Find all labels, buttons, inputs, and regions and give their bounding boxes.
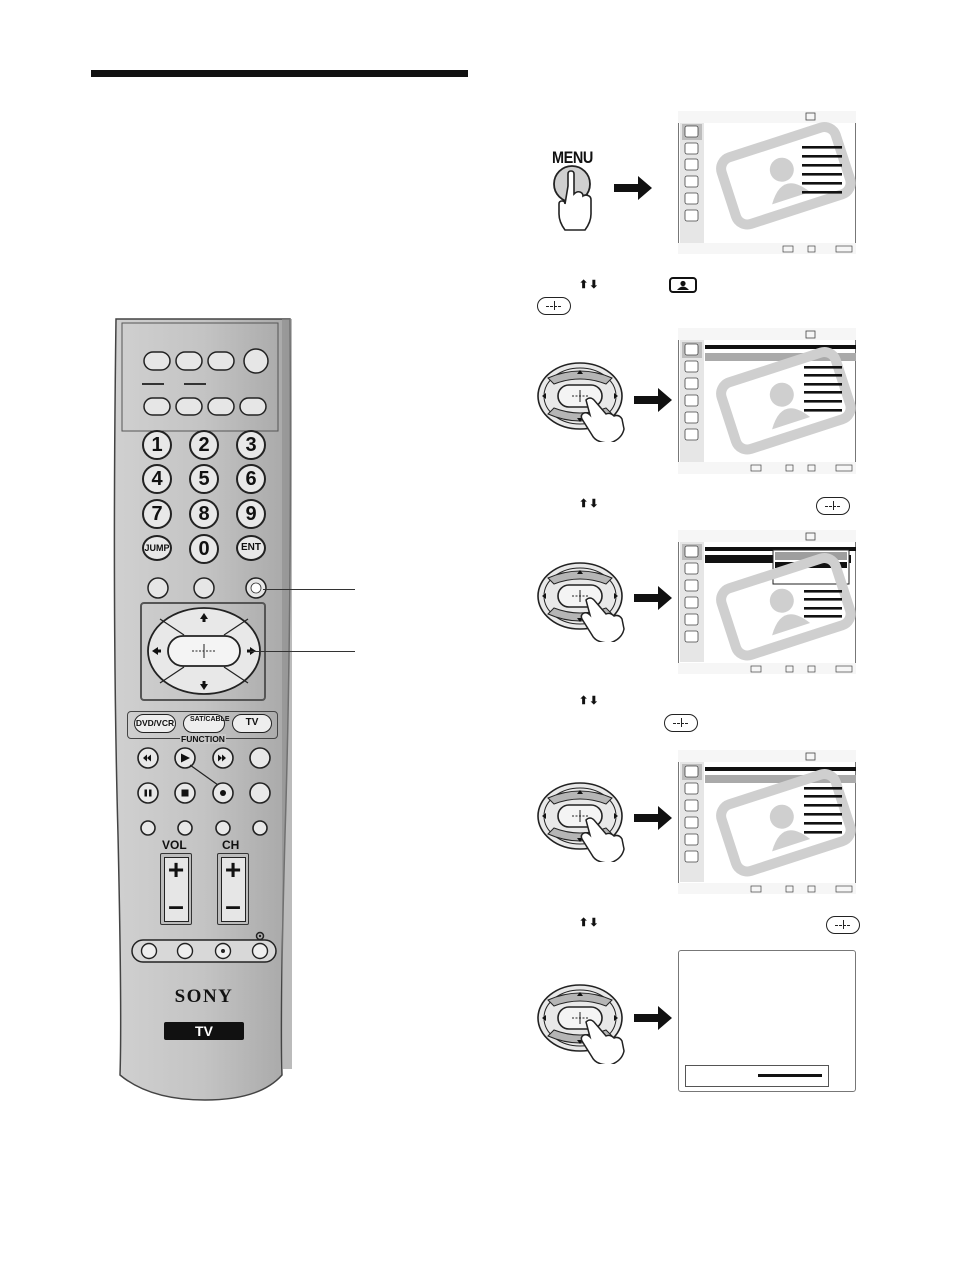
sony-logo: SONY [174,986,234,1007]
menu-button-label: MENU [552,148,593,167]
remote-btn[interactable] [143,351,171,371]
vol-up[interactable]: + [167,854,185,885]
enter-button-icon [537,297,571,315]
remote-btn[interactable] [175,351,203,371]
enter-button-icon [816,497,850,515]
up-down-arrows-icon: ⬆⬇ [579,695,600,707]
key-1[interactable]: 1 [142,430,172,460]
key-0[interactable]: 0 [189,534,219,564]
sat-cable-button[interactable]: SAT/CABLE [183,714,230,733]
key-5[interactable]: 5 [189,464,219,494]
osd-screen-3 [678,530,856,674]
enter-button-icon [826,916,860,934]
dpad-press-illustration [537,562,625,642]
dpad-press-illustration [537,782,625,862]
osd-screen-4 [678,750,856,894]
divider [142,383,164,385]
enter-button-icon [664,714,698,732]
callout-line [250,651,355,653]
vol-label: VOL [162,838,187,852]
up-down-arrows-icon: ⬆⬇ [579,498,600,510]
function-label: FUNCTION [180,734,226,744]
key-9[interactable]: 9 [236,499,266,529]
osd-screen-5 [678,950,856,1092]
arrow-right-icon [634,388,672,412]
vol-down[interactable]: – [168,890,184,921]
key-6[interactable]: 6 [236,464,266,494]
remote-top-buttons [143,348,269,374]
ch-up[interactable]: + [224,854,242,885]
header-rule [91,70,468,77]
osd-screen-2 [678,328,856,474]
remote-btn[interactable] [207,351,235,371]
remote-mid-buttons [147,577,267,599]
remote-top-buttons-row2 [143,397,267,416]
adjustment-slider [758,1074,822,1077]
arrow-right-icon [634,806,672,830]
key-3[interactable]: 3 [236,430,266,460]
key-7[interactable]: 7 [142,499,172,529]
key-jump[interactable]: JUMP [142,535,172,561]
remote-dpad[interactable] [140,602,266,702]
key-4[interactable]: 4 [142,464,172,494]
key-ent[interactable]: ENT [236,535,266,561]
dvd-vcr-button[interactable]: DVD/VCR [134,714,176,733]
arrow-right-icon [634,586,672,610]
adjustment-bar [685,1065,829,1087]
dpad-press-illustration [537,362,625,442]
osd-screen-1 [678,111,856,254]
up-down-arrows-icon: ⬆⬇ [579,279,600,291]
pause-button[interactable] [137,782,159,804]
menu-press-illustration [553,165,592,231]
key-2[interactable]: 2 [189,430,219,460]
tv-badge: TV [164,1022,244,1040]
ch-label: CH [222,838,240,852]
tv-function-button[interactable]: TV [232,714,272,733]
bottom-buttons [131,931,277,963]
transport-buttons [137,747,271,836]
dpad-press-illustration [537,984,625,1064]
vol-rocker[interactable]: + – [160,853,192,925]
number-pad: 1 2 3 4 5 6 7 8 9 JUMP 0 ENT [140,428,270,568]
power-button[interactable] [243,348,269,374]
ch-down[interactable]: – [225,890,241,921]
ch-rocker[interactable]: + – [217,853,249,925]
divider [184,383,206,385]
arrow-right-icon [614,176,652,200]
arrow-right-icon [634,1006,672,1030]
key-8[interactable]: 8 [189,499,219,529]
picture-menu-icon [669,277,697,293]
up-down-arrows-icon: ⬆⬇ [579,917,600,929]
callout-line [263,589,355,591]
